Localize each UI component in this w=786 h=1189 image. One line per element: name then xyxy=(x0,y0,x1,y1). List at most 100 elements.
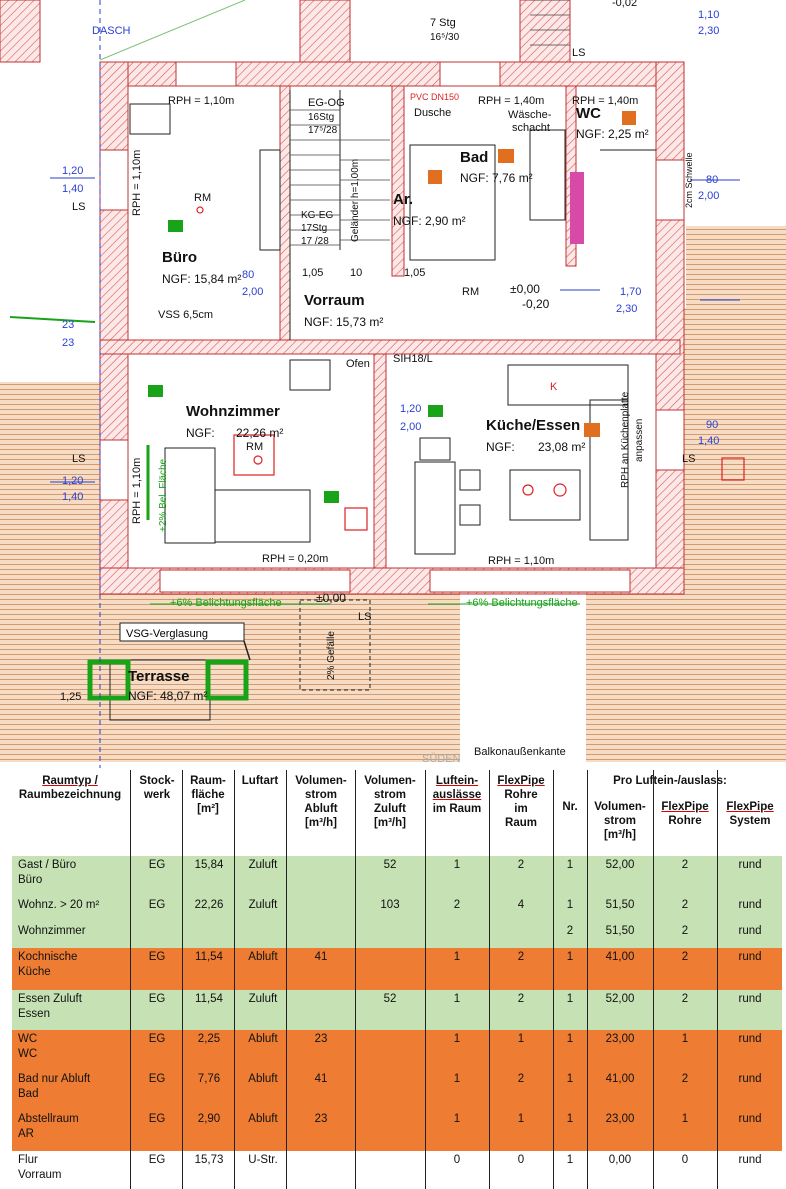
label-16stg: 16Stg xyxy=(308,112,334,123)
label-balkon: Balkonaußenkante xyxy=(474,746,566,758)
cell-stock: EG xyxy=(148,993,166,1005)
label-ls-1: LS xyxy=(72,201,85,213)
label-minus: -0,20 xyxy=(522,297,550,311)
cell-fr: 2 xyxy=(681,925,689,937)
cell-abluft: 41 xyxy=(314,1073,328,1085)
cell-fr: 2 xyxy=(681,859,689,871)
label-vsg: VSG-Verglasung xyxy=(126,628,208,640)
cell-auslaesse: 1 xyxy=(453,859,461,871)
cell-rohre: 1 xyxy=(517,1033,525,1045)
cell-flaeche: 11,54 xyxy=(195,951,223,963)
room-name-wc: WC xyxy=(576,105,601,122)
dim-120-l: 1,20 xyxy=(62,165,83,177)
cell-fr: 2 xyxy=(681,993,689,1005)
ngf-buero: NGF: 15,84 m² xyxy=(162,272,241,286)
header-raumtyp: Raumtyp /Raumbezeichnung xyxy=(18,775,122,801)
label-ls-4: LS xyxy=(682,453,695,465)
cell-sys: rund xyxy=(738,1033,762,1045)
dim-dasch: DASCH xyxy=(92,25,131,37)
cell-name1: Wohnz. > 20 m² xyxy=(18,899,100,911)
dim-140-l2: 1,40 xyxy=(62,491,83,503)
dim-90: 90 xyxy=(706,419,718,431)
header-nr: Nr. xyxy=(562,801,578,813)
cell-name2: WC xyxy=(18,1048,38,1060)
cell-nr: 1 xyxy=(566,1113,574,1125)
label-sih: SIH18/L xyxy=(393,353,433,365)
cell-luftart: Zuluft xyxy=(248,993,278,1005)
cell-vol: 41,00 xyxy=(605,951,635,963)
label-rph-buero: RPH = 1,10m xyxy=(168,95,234,107)
dim-230: 2,30 xyxy=(616,303,637,315)
cell-name1: WC xyxy=(18,1033,38,1045)
cell-auslaesse: 2 xyxy=(453,899,461,911)
cell-sys: rund xyxy=(738,1113,762,1125)
label-null: ±0,00 xyxy=(510,282,540,296)
label-belfl: +2% Bel. Fläche xyxy=(158,458,169,532)
cell-zuluft: 52 xyxy=(383,859,397,871)
cell-nr: 1 xyxy=(566,993,574,1005)
cell-stock: EG xyxy=(148,1154,166,1166)
dim-140-l: 1,40 xyxy=(62,183,83,195)
room-name-ar: Ar. xyxy=(393,191,413,208)
cell-rohre: 1 xyxy=(517,1113,525,1125)
ngf-wohn-area: 22,26 m² xyxy=(236,426,283,440)
cell-auslaesse: 1 xyxy=(453,1113,461,1125)
cell-rohre: 2 xyxy=(517,1073,525,1085)
label-egog: EG-OG xyxy=(308,97,345,109)
cell-stock: EG xyxy=(148,899,166,911)
ngf-wohn: NGF: xyxy=(186,426,215,440)
room-name-vorraum: Vorraum xyxy=(304,292,365,309)
label-k: K xyxy=(550,381,558,393)
cell-auslaesse: 0 xyxy=(453,1154,461,1166)
cell-stock: EG xyxy=(148,951,166,963)
dim-0-02: -0,02 xyxy=(612,0,637,9)
ngf-bad: NGF: 7,76 m² xyxy=(460,171,533,185)
label-belicht-1: +6% Belichtungsfläche xyxy=(170,597,282,609)
cell-rohre: 2 xyxy=(517,993,525,1005)
label-schwelle: 2cm Schwelle xyxy=(684,152,694,208)
header-raumflaeche: Raum-fläche[m²] xyxy=(190,775,226,815)
label-rph-wohn: RPH = 0,20m xyxy=(262,553,328,565)
ventilation-table: Raumtyp /Raumbezeichnung Stock-werk Raum… xyxy=(0,770,786,1189)
cell-flaeche: 15,84 xyxy=(194,859,224,871)
label-rph-kueche: RPH = 1,10m xyxy=(488,555,554,567)
label-ls-3: LS xyxy=(572,47,585,59)
cell-sys: rund xyxy=(738,1073,762,1085)
cell-rohre: 2 xyxy=(517,951,525,963)
cell-sys: rund xyxy=(738,993,762,1005)
cell-nr: 1 xyxy=(566,1033,574,1045)
cell-luftart: Zuluft xyxy=(248,899,278,911)
cell-vol: 23,00 xyxy=(605,1113,635,1125)
cell-abluft: 23 xyxy=(314,1033,328,1045)
room-name-bad: Bad xyxy=(460,149,488,166)
dim-105-a: 1,05 xyxy=(302,267,323,279)
cell-vol: 52,00 xyxy=(605,859,635,871)
cell-fr: 1 xyxy=(681,1033,689,1045)
cell-fr: 2 xyxy=(681,1073,689,1085)
cell-name2: AR xyxy=(18,1128,34,1140)
cell-luftart: Abluft xyxy=(248,1113,278,1125)
room-name-kueche: Küche/Essen xyxy=(486,417,580,434)
cell-auslaesse: 1 xyxy=(453,1073,461,1085)
label-gefaelle: 2% Gefälle xyxy=(326,631,337,680)
label-17stg: 17Stg xyxy=(301,223,327,234)
label-17stg-b: 17 /28 xyxy=(301,236,329,247)
dim-200-b: 2,00 xyxy=(242,286,263,298)
cell-fr: 1 xyxy=(681,1113,689,1125)
cell-name1: Abstellraum xyxy=(18,1113,79,1125)
floor-plan: Büro Vorraum Wohnzimmer Küche/Essen Bad … xyxy=(0,0,786,768)
label-vss: VSS 6,5cm xyxy=(158,309,213,321)
label-rph-wohn-v: RPH = 1,10m xyxy=(131,458,143,524)
cell-name2: Bad xyxy=(18,1088,39,1100)
cell-vol: 23,00 xyxy=(605,1033,635,1045)
label-rm2: RM xyxy=(246,441,263,453)
